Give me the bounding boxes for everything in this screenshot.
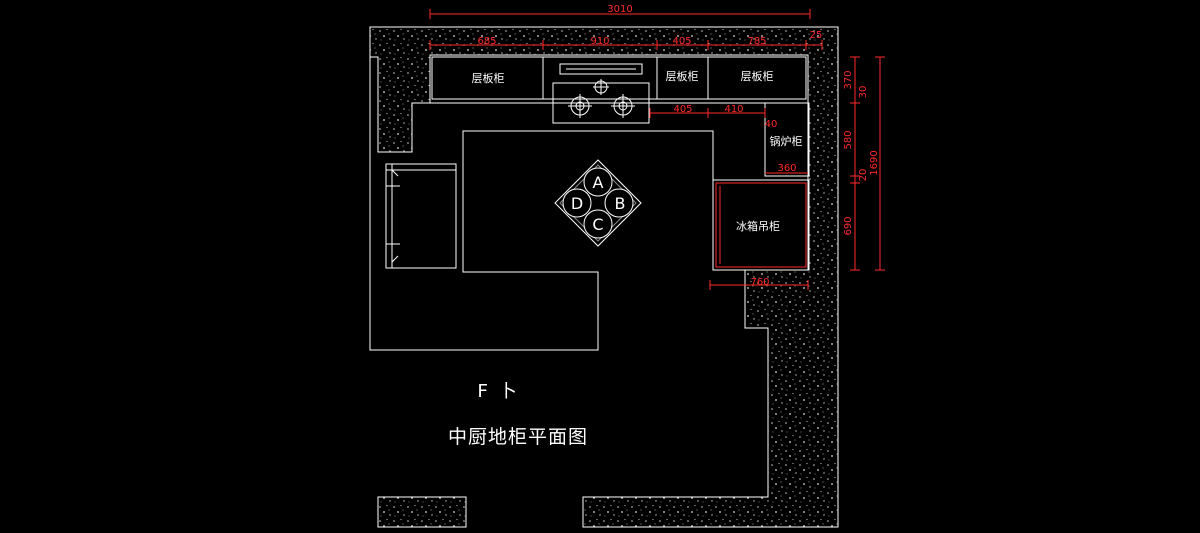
dim-v3: 580 [843, 130, 854, 149]
dim-seg5: 25 [810, 30, 823, 41]
dim-v5: 690 [843, 216, 854, 235]
dim-seg2: 910 [590, 36, 609, 47]
dim-lower2: 410 [724, 104, 743, 115]
dim-boiler-depth: 40 [765, 119, 778, 130]
dim-seg4: 785 [747, 36, 766, 47]
fridge-cabinet [712, 179, 810, 271]
dim-boiler-width: 360 [777, 163, 796, 174]
upper-cabinets [431, 56, 807, 100]
dim-seg3: 405 [672, 36, 691, 47]
chair-c-label: C [592, 215, 603, 234]
dim-total-width: 3010 [607, 4, 632, 15]
view-marker: F 卜 [477, 381, 517, 402]
boiler-cabinet-label: 锅炉柜 [770, 135, 803, 148]
chair-a-label: A [593, 173, 604, 192]
room-outline [369, 57, 714, 351]
dim-fridge-width: 760 [750, 277, 769, 288]
countertop-outline [430, 102, 810, 177]
boiler-cabinet [764, 102, 810, 177]
drawing-title: 中厨地柜平面图 [448, 426, 588, 448]
dimension-lines [429, 9, 885, 290]
dim-v2: 30 [858, 86, 869, 99]
chair-d-label: D [571, 194, 583, 213]
shelf-cabinet-right-label: 层板柜 [741, 69, 774, 83]
dim-v-total: 1690 [869, 150, 880, 175]
dim-seg1: 685 [477, 36, 496, 47]
dim-v1: 370 [843, 70, 854, 89]
shelf-cabinet-right [707, 56, 807, 100]
dining-table-icon [554, 159, 642, 247]
chair-b-label: B [615, 194, 626, 213]
shelf-cabinet-mid-label: 层板柜 [666, 69, 699, 83]
fridge-cabinet-label: 冰箱吊柜 [736, 219, 780, 233]
gas-stove-icon [552, 63, 650, 124]
shelf-cabinet-left-label: 层板柜 [472, 71, 505, 85]
dim-v4: 20 [858, 169, 869, 182]
dim-lower1: 405 [673, 104, 692, 115]
side-cabinet [385, 163, 457, 269]
